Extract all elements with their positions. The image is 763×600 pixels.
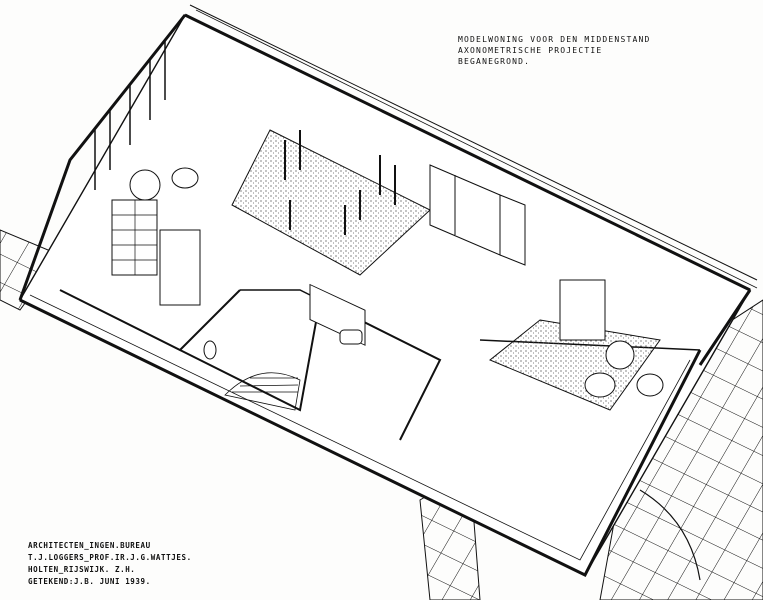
kitchen-shelves	[111, 199, 158, 276]
architect-credits: ARCHITECTEN_INGEN.BUREAU T.J.LOGGERS_PRO…	[28, 540, 192, 588]
toilet	[203, 340, 217, 360]
drawing-title: MODELWONING VOOR DEN MIDDENSTAND AXONOME…	[458, 34, 651, 67]
dining-chairs	[284, 130, 396, 235]
credits-line: GETEKEND:J.B. JUNI 1939.	[28, 577, 151, 586]
title-line: BEGANEGROND.	[458, 57, 531, 66]
armchair	[584, 372, 616, 398]
armchair	[636, 373, 664, 397]
rear-wall	[184, 13, 751, 292]
armchair	[171, 167, 199, 189]
cabinet	[499, 194, 526, 266]
credits-line: ARCHITECTEN_INGEN.BUREAU	[28, 541, 151, 550]
left-wall	[18, 14, 187, 301]
windows-left	[94, 40, 166, 190]
front-wall	[19, 298, 702, 577]
credits-line: HOLTEN_RIJSWIJK. Z.H.	[28, 565, 136, 574]
garden-path	[639, 489, 701, 581]
kitchen-cupboard	[159, 229, 201, 306]
title-line: MODELWONING VOOR DEN MIDDENSTAND	[458, 35, 651, 44]
staircase	[224, 372, 301, 411]
side-table	[129, 169, 161, 201]
title-line: AXONOMETRISCHE PROJECTIE	[458, 46, 603, 55]
coffee-table	[605, 340, 635, 370]
sofa	[559, 279, 606, 341]
dining-rug	[231, 129, 431, 276]
right-wall	[698, 289, 752, 366]
washbasin	[339, 329, 363, 345]
credits-line: T.J.LOGGERS_PROF.IR.J.G.WATTJES.	[28, 553, 192, 562]
